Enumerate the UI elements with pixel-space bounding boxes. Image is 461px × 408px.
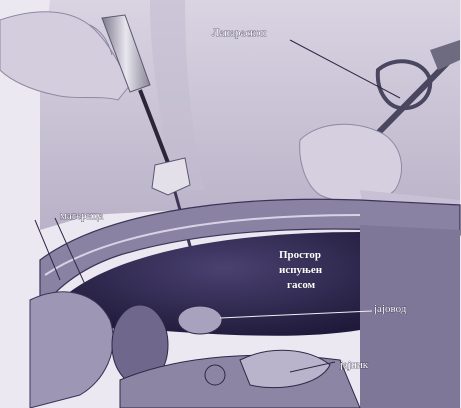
gas-space-label-3: гасом [287,279,316,291]
right-hand [300,124,402,202]
laparoscope-label: Лапараскоп [212,27,267,39]
uterus-label: материца [60,210,103,222]
gas-space-label-1: Простор [279,249,321,261]
side-tissue [360,225,460,408]
ovary-label: јајник [339,359,369,371]
fallopian-tube-organ [178,306,222,334]
tube-label: јајовод [373,303,407,315]
gas-space-label-2: испуњен [279,264,323,276]
